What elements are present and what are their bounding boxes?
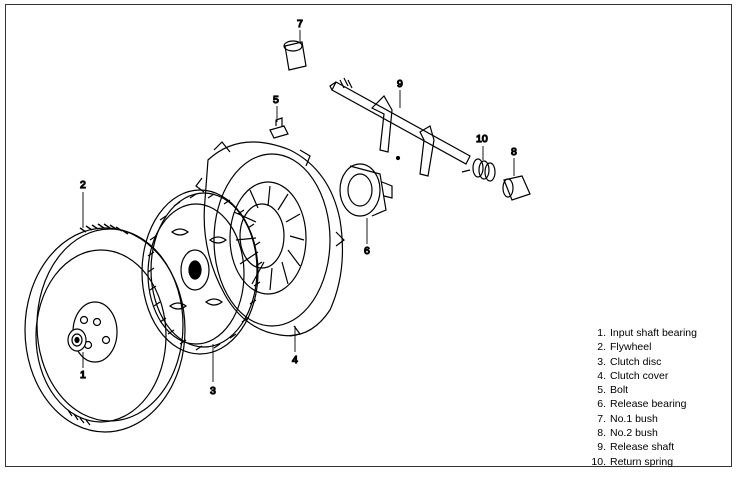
- legend-item: 3.Clutch disc: [597, 355, 662, 368]
- return-spring: [461, 158, 496, 182]
- callout-4: 4: [292, 354, 298, 366]
- bolt: [269, 117, 289, 139]
- release-bearing: [339, 163, 393, 217]
- callout-9: 9: [397, 78, 403, 90]
- legend-item: 1.Input shaft bearing: [597, 327, 697, 339]
- callout-2: 2: [80, 179, 86, 191]
- legend-item: 9.Release shaft: [597, 441, 675, 454]
- legend-item: 4.Clutch cover: [597, 369, 669, 382]
- legend-item: 7.No.1 bush: [597, 412, 658, 425]
- leader-lines: [82, 30, 515, 382]
- callout-5: 5: [273, 94, 279, 106]
- no1-bush: [283, 40, 307, 71]
- callout-6: 6: [364, 245, 370, 257]
- diagram-frame: [5, 4, 732, 467]
- flywheel: [24, 223, 186, 433]
- no2-bush: [502, 175, 531, 201]
- legend-item: 6.Release bearing: [597, 398, 687, 411]
- legend-item: 2.Flywheel: [597, 341, 652, 354]
- callout-3: 3: [210, 385, 216, 397]
- legend-item: 5.Bolt: [597, 384, 629, 397]
- callout-8: 8: [511, 146, 517, 158]
- callout-7: 7: [297, 18, 303, 30]
- input-shaft-bearing: [67, 328, 87, 352]
- release-shaft: [329, 77, 471, 177]
- callout-10: 10: [476, 133, 488, 145]
- callout-1: 1: [80, 369, 86, 381]
- legend-item: 8.No.2 bush: [597, 427, 658, 440]
- parts-legend: 1.Input shaft bearing 2.Flywheel 3.Clutc…: [588, 326, 697, 469]
- legend-item: 10.Return spring: [591, 455, 674, 468]
- clutch-disc: [141, 189, 263, 355]
- clutch-cover: [195, 141, 345, 337]
